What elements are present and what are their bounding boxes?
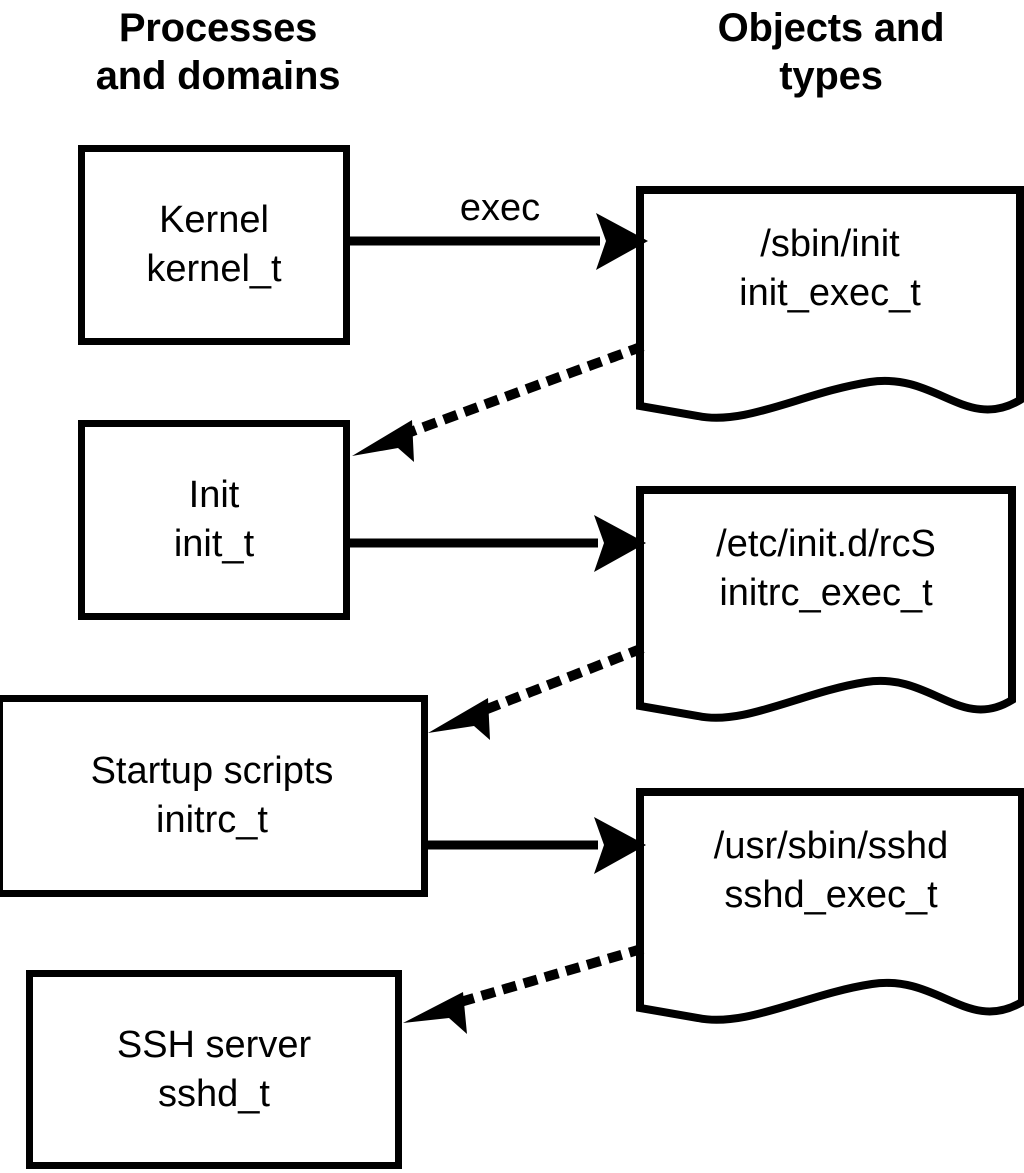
object-doc-initrc-exec[interactable]: /etc/init.d/rcS initrc_exec_t — [636, 486, 1016, 728]
edge-init-exec-transition-init — [352, 341, 645, 462]
edge-label-exec: exec — [459, 187, 541, 229]
document-shape-icon — [636, 186, 1024, 422]
process-box-sshd[interactable]: SSH server sshd_t — [26, 970, 402, 1169]
process-box-init[interactable]: Init init_t — [78, 420, 350, 620]
edge-sshd-exec-transition-sshd — [403, 943, 645, 1034]
column-header-processes: Processes and domains — [95, 6, 341, 98]
edge-init-initrc-exec — [350, 515, 646, 572]
process-type-kernel: kernel_t — [146, 248, 282, 290]
document-shape-icon — [636, 486, 1016, 722]
process-type-initrc: initrc_t — [156, 799, 268, 841]
edge-initrc-exec-transition-initrc — [428, 643, 645, 740]
document-shape-icon — [636, 788, 1024, 1024]
column-header-objects: Objects and types — [717, 6, 945, 98]
process-name-kernel: Kernel — [159, 199, 269, 241]
process-box-kernel[interactable]: Kernel kernel_t — [78, 145, 350, 345]
process-name-initrc: Startup scripts — [90, 750, 334, 792]
process-box-initrc[interactable]: Startup scripts initrc_t — [0, 695, 428, 897]
process-name-init: Init — [188, 474, 240, 516]
edge-initrc-sshd-exec — [428, 817, 646, 874]
process-type-init: init_t — [173, 523, 255, 565]
process-type-sshd: sshd_t — [158, 1072, 270, 1115]
object-doc-init-exec[interactable]: /sbin/init init_exec_t — [636, 186, 1024, 428]
process-name-sshd: SSH server — [116, 1023, 312, 1066]
object-doc-sshd-exec[interactable]: /usr/sbin/sshd sshd_exec_t — [636, 788, 1024, 1030]
